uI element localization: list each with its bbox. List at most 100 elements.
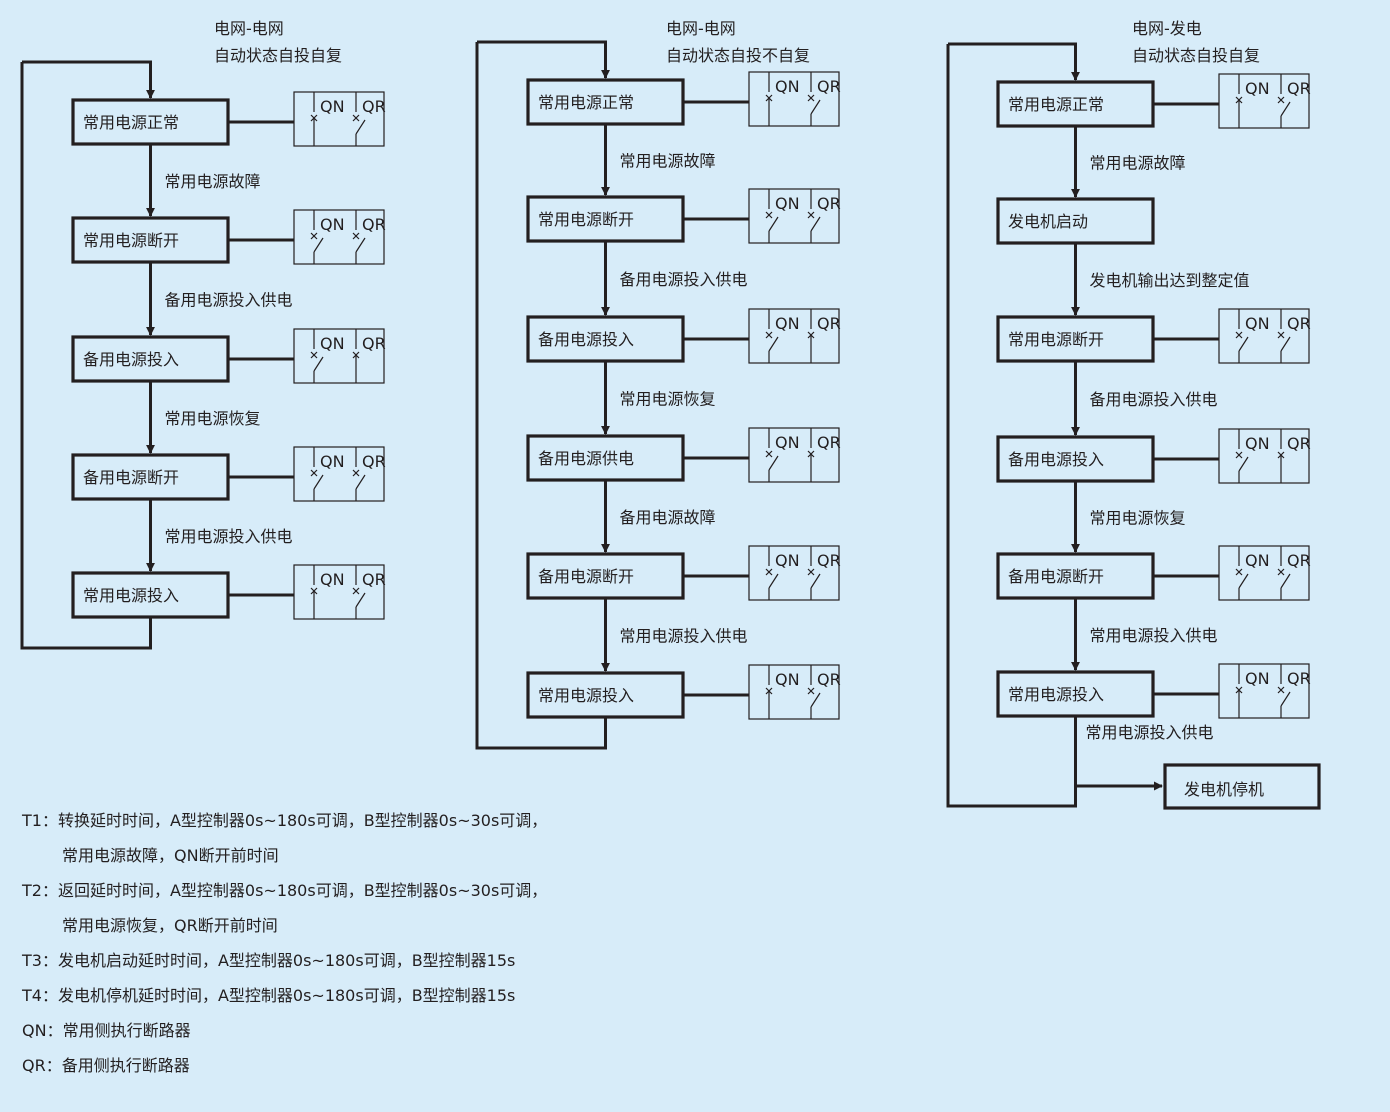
qr-label: QR [817, 194, 841, 213]
loop-back-line [946, 44, 1077, 808]
qn-contact-open [765, 309, 779, 363]
switch-frame [1218, 308, 1310, 364]
qn-contact-open [310, 210, 324, 264]
qr-label: QR [817, 77, 841, 96]
switch-frame [748, 545, 840, 601]
qn-contact-closed [1235, 664, 1243, 718]
state-node: 常用电源断开 QN QR [71, 209, 386, 265]
qr-contact-open [1277, 74, 1291, 128]
state-label: 备用电源供电 [538, 449, 634, 468]
switch-frame [748, 664, 840, 720]
switch-frame [748, 188, 840, 244]
state-label: 常用电源断开 [1008, 330, 1104, 349]
qn-contact-closed [765, 665, 773, 719]
qr-contact-open [807, 72, 821, 126]
qr-label: QR [362, 215, 386, 234]
switch-frame [293, 328, 385, 384]
state-label: 常用电源投入 [1008, 685, 1104, 704]
qn-label: QN [775, 314, 800, 333]
qr-label: QR [362, 570, 386, 589]
state-label: 常用电源断开 [83, 231, 179, 250]
switch-state-diagram: QN QR [748, 545, 841, 601]
end-state-label: 发电机停机 [1184, 780, 1264, 799]
qn-contact-open [1235, 429, 1249, 483]
state-label: 备用电源断开 [1008, 567, 1104, 586]
qn-label: QN [320, 452, 345, 471]
column-header-line: 自动状态自投不自复 [666, 46, 810, 65]
qr-contact-closed [807, 428, 815, 482]
qr-label: QR [362, 334, 386, 353]
state-label: 常用电源断开 [538, 210, 634, 229]
qr-label: QR [1287, 434, 1311, 453]
qr-contact-closed [1277, 429, 1285, 483]
qn-contact-open [765, 189, 779, 243]
qr-contact-open [352, 447, 366, 501]
qr-contact-open [807, 665, 821, 719]
qr-contact-closed [352, 329, 360, 383]
qr-contact-closed [807, 309, 815, 363]
switch-frame [293, 564, 385, 620]
qr-contact-open [807, 546, 821, 600]
state-label: 备用电源断开 [538, 567, 634, 586]
qr-label: QR [817, 551, 841, 570]
switch-frame [1218, 663, 1310, 719]
column-header-line: 自动状态自投自复 [214, 46, 342, 65]
switch-frame [293, 209, 385, 265]
state-node: 发电机启动 [996, 197, 1155, 245]
qn-label: QN [1245, 314, 1270, 333]
switch-state-diagram: QN QR [293, 209, 386, 265]
qn-label: QN [1245, 551, 1270, 570]
transition-label: 备用电源投入供电 [165, 291, 293, 310]
column-header-line: 电网-电网 [666, 19, 736, 38]
switch-frame [293, 446, 385, 502]
state-label: 常用电源正常 [83, 113, 179, 132]
end-state-node: 发电机停机 [1163, 763, 1321, 810]
transition-label: 常用电源恢复 [165, 409, 261, 428]
loop-entry-arrow [22, 60, 155, 99]
loop-entry-arrow [948, 42, 1080, 81]
loop-back-line [475, 42, 607, 750]
state-label: 常用电源投入 [538, 686, 634, 705]
qn-contact-open [1235, 309, 1249, 363]
notes-legend: T1：转换延时时间，A型控制器0s~180s可调，B型控制器0s~30s可调，常… [22, 803, 642, 1083]
qn-contact-closed [1235, 74, 1243, 128]
column-header-line: 自动状态自投自复 [1132, 46, 1260, 65]
note-line: T1：转换延时时间，A型控制器0s~180s可调，B型控制器0s~30s可调， [22, 811, 548, 830]
qn-label: QN [1245, 434, 1270, 453]
qr-contact-open [1277, 664, 1291, 718]
qr-contact-open [352, 565, 366, 619]
transition-label: 备用电源投入供电 [620, 270, 748, 289]
qn-label: QN [775, 551, 800, 570]
qn-label: QN [1245, 79, 1270, 98]
qr-contact-open [1277, 546, 1291, 600]
qr-label: QR [817, 670, 841, 689]
transition-label: 备用电源故障 [620, 508, 716, 527]
transition-label: 常用电源故障 [1090, 154, 1186, 173]
qn-contact-open [765, 428, 779, 482]
qn-label: QN [775, 433, 800, 452]
transition-label: 备用电源投入供电 [1090, 390, 1218, 409]
note-line: T3：发电机启动延时时间，A型控制器0s~180s可调，B型控制器15s [22, 951, 516, 970]
qn-contact-open [310, 447, 324, 501]
qn-label: QN [320, 215, 345, 234]
transition-label: 发电机输出达到整定值 [1090, 271, 1250, 290]
branch-label: 常用电源投入供电 [1086, 723, 1214, 742]
